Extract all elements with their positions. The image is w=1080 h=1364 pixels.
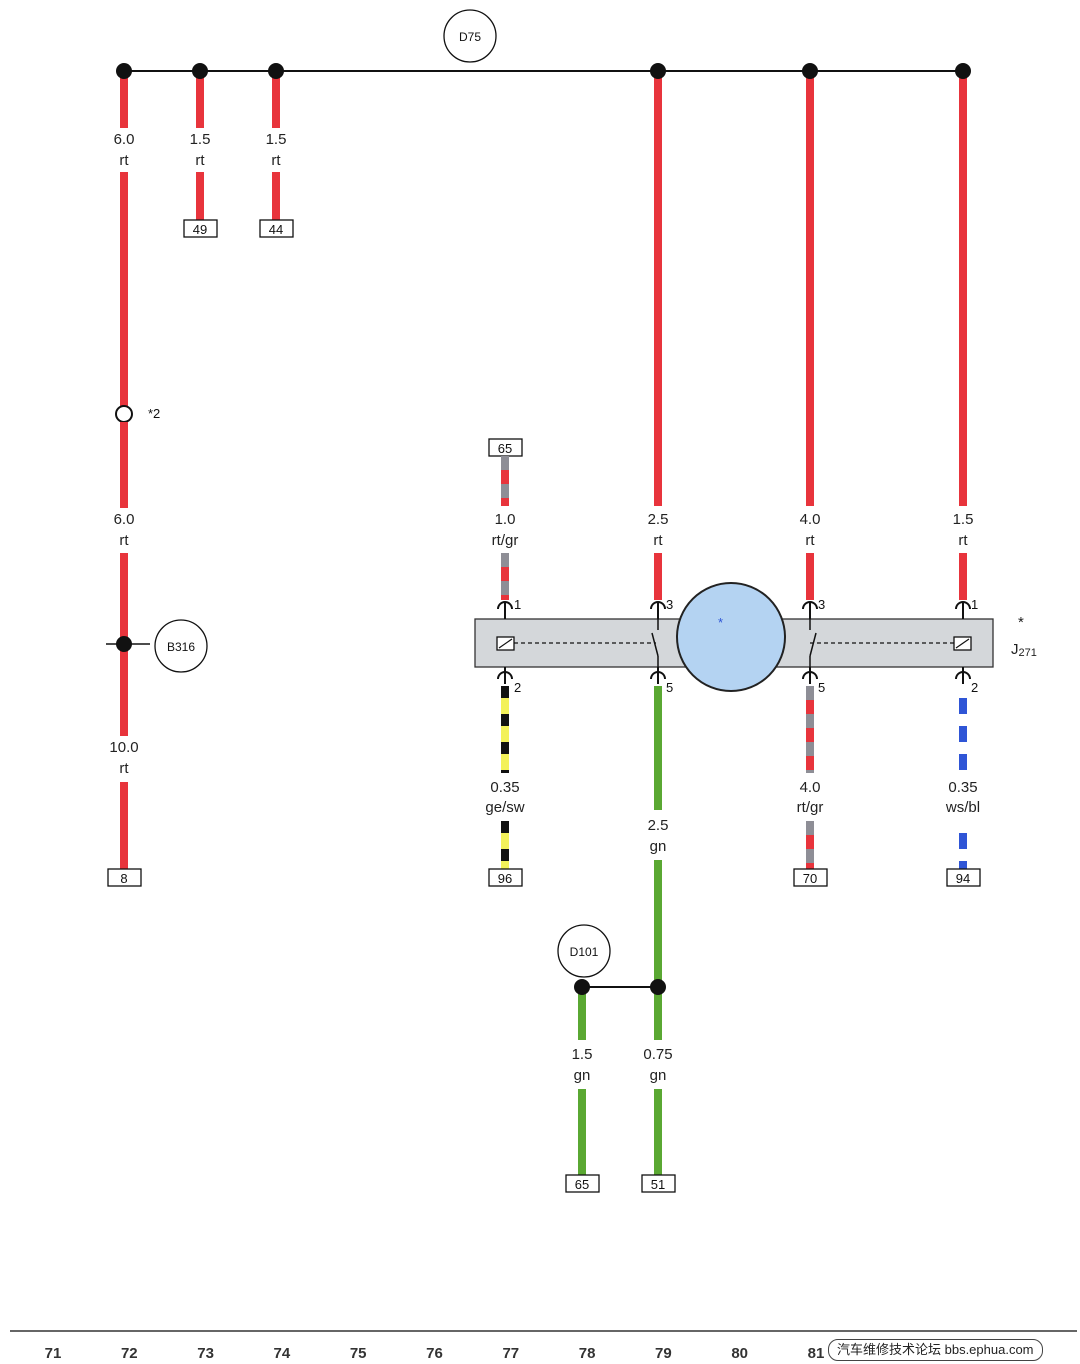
wire-72-bot-color: rt	[119, 760, 129, 777]
bus-dot-73	[192, 63, 208, 79]
watermark: 汽车维修技术论坛 bbs.ephua.com	[828, 1339, 1043, 1361]
ref-box-96	[488, 868, 523, 887]
relay-pin-5-right: 5	[818, 680, 825, 695]
wire-72-top-size: 6.0	[114, 131, 135, 148]
ref-box-8-label: 8	[120, 871, 127, 886]
column-label-76: 76	[426, 1345, 443, 1362]
connector-b316-dot	[116, 636, 132, 652]
relay-pin-1-right: 1	[971, 597, 978, 612]
wire-72-mid-size: 6.0	[114, 511, 135, 528]
column-label-77: 77	[502, 1345, 519, 1362]
connector-d75-label: D75	[459, 30, 481, 44]
wire-83-top-color: rt	[958, 532, 968, 549]
column-label-73: 73	[197, 1345, 214, 1362]
relay-coil-left-mark	[498, 638, 513, 649]
wire-81-top-color: rt	[805, 532, 815, 549]
ref-box-51-label: 51	[651, 1177, 665, 1192]
wire-81-bot-size: 4.0	[800, 779, 821, 796]
relay-pin-3-right: 3	[818, 597, 825, 612]
wire-72-bot-size: 10.0	[109, 739, 138, 756]
wire-79-bot-color: gn	[650, 838, 667, 855]
relay-pin-2-right: 2	[971, 680, 978, 695]
relay-contact-left-blade	[651, 632, 659, 657]
wire-79-low-size: 0.75	[643, 1046, 672, 1063]
wire-83-bot-color: ws/bl	[945, 799, 980, 816]
wire-78-low-color: gn	[574, 1067, 591, 1084]
wire-77-top-size: 1.0	[495, 511, 516, 528]
connector-d101	[557, 924, 611, 978]
ref-box-44	[259, 219, 294, 238]
relay-pin-5-left: 5	[666, 680, 673, 695]
bus-dot-81	[802, 63, 818, 79]
ref-box-44-label: 44	[269, 222, 283, 237]
connector-b316	[154, 619, 208, 673]
wire-77-bot-color: ge/sw	[485, 799, 524, 816]
connector-d101-label: D101	[570, 945, 599, 959]
wire-74-size: 1.5	[266, 131, 287, 148]
column-label-81: 81	[808, 1345, 825, 1362]
bus-dot-72	[116, 63, 132, 79]
connector-b316-label: B316	[167, 640, 195, 654]
ref-box-70-label: 70	[803, 871, 817, 886]
relay-subscript: 271	[1019, 647, 1037, 659]
relay-coil-right-mark	[955, 638, 970, 649]
wire-78-low-size: 1.5	[572, 1046, 593, 1063]
column-label-71: 71	[45, 1345, 62, 1362]
wire-73-color: rt	[195, 152, 205, 169]
wire-72-top-color: rt	[119, 152, 129, 169]
ref-box-65-bottom-label: 65	[575, 1177, 589, 1192]
ref-box-65-top-label: 65	[498, 441, 512, 456]
relay-contact-right-blade	[809, 632, 817, 657]
relay-asterisk: *	[1018, 614, 1024, 631]
column-label-80: 80	[731, 1345, 748, 1362]
bus-dot-83	[955, 63, 971, 79]
ref-box-94	[946, 868, 981, 887]
wire-77-bot-size: 0.35	[490, 779, 519, 796]
ref-box-8	[107, 868, 142, 887]
column-label-72: 72	[121, 1345, 138, 1362]
wire-74-color: rt	[271, 152, 281, 169]
ref-box-65-bottom	[565, 1174, 600, 1193]
ref-box-94-label: 94	[956, 871, 970, 886]
ref-box-96-label: 96	[498, 871, 512, 886]
ref-box-70	[793, 868, 828, 887]
bus-dot-74	[268, 63, 284, 79]
wire-81-top-size: 4.0	[800, 511, 821, 528]
ref-box-51	[641, 1174, 676, 1193]
column-label-79: 79	[655, 1345, 672, 1362]
relay-center-asterisk: *	[718, 615, 723, 630]
wire-81-bot-color: rt/gr	[797, 799, 824, 816]
splice-open-72	[115, 405, 133, 423]
relay-j271-label: J271	[1011, 641, 1037, 659]
bus-dot-79	[650, 63, 666, 79]
splice-note: *2	[148, 406, 160, 421]
ref-box-49-label: 49	[193, 222, 207, 237]
wire-73-size: 1.5	[190, 131, 211, 148]
column-label-74: 74	[274, 1345, 291, 1362]
wire-83-top-size: 1.5	[953, 511, 974, 528]
column-label-75: 75	[350, 1345, 367, 1362]
column-label-78: 78	[579, 1345, 596, 1362]
splice-dot-79	[650, 979, 666, 995]
wire-77-top-color: rt/gr	[492, 532, 519, 549]
relay-highlight-circle	[676, 582, 786, 692]
connector-d75	[443, 9, 497, 63]
wire-79-top-size: 2.5	[648, 511, 669, 528]
relay-pin-2-left: 2	[514, 680, 521, 695]
wire-72-mid-color: rt	[119, 532, 129, 549]
relay-name: J	[1011, 641, 1019, 658]
splice-dot-78	[574, 979, 590, 995]
column-labels: 71 72 73 74 75 76 77 78 79 80 81	[45, 1345, 825, 1362]
relay-pin-3-left: 3	[666, 597, 673, 612]
ref-box-49	[183, 219, 218, 238]
wire-83-bot-size: 0.35	[948, 779, 977, 796]
relay-pin-1-left: 1	[514, 597, 521, 612]
wire-79-bot-size: 2.5	[648, 817, 669, 834]
wire-79-top-color: rt	[653, 532, 663, 549]
wire-79-low-color: gn	[650, 1067, 667, 1084]
